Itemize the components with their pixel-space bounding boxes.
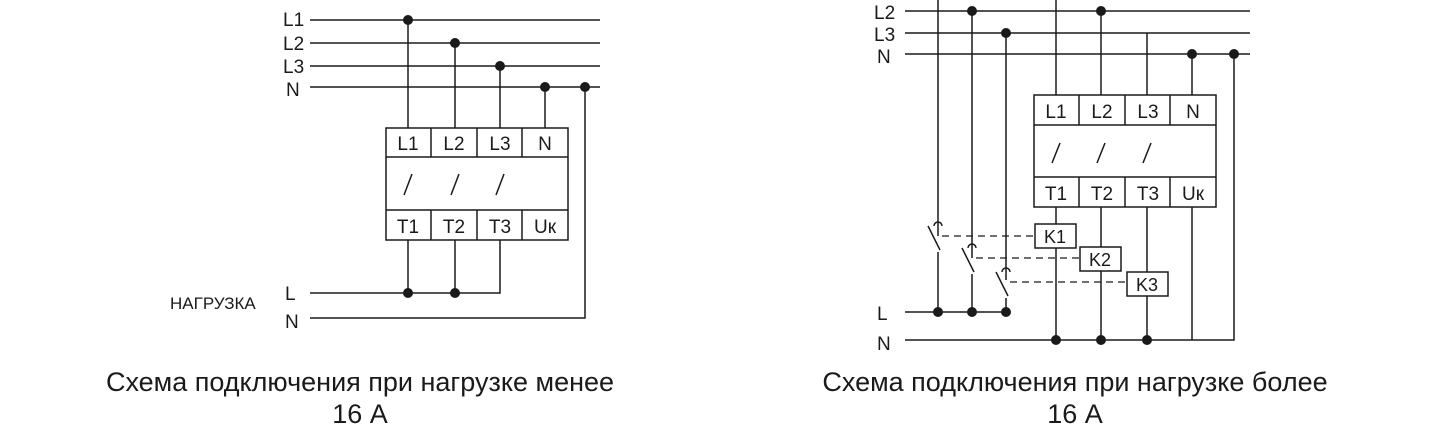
right-bus-label-l2: L2 xyxy=(874,3,895,24)
left-load-n: N xyxy=(285,312,299,333)
junction-dot xyxy=(540,82,550,92)
left-bus-label-n: N xyxy=(286,80,300,101)
left-terminal-bottom: Uк xyxy=(534,217,557,238)
right-terminal-bottom: Uк xyxy=(1182,184,1205,205)
right-bus-label-n: N xyxy=(877,47,891,68)
left-terminal-top: L1 xyxy=(397,134,418,155)
right-diagram: L2 L3 N L1 L2 L3 N T1 T2 T3 Uк xyxy=(874,0,1250,355)
right-terminal-bottom: T3 xyxy=(1137,184,1159,205)
left-bus-label-l2: L2 xyxy=(283,34,304,55)
right-caption: Схема подключения при нагрузке более 16 … xyxy=(735,366,1415,430)
left-terminal-bottom: T1 xyxy=(397,217,419,238)
right-terminal-top: L1 xyxy=(1045,102,1066,123)
contactor-k1 xyxy=(1034,223,1077,249)
left-terminal-bottom: T2 xyxy=(443,217,465,238)
left-load-l: L xyxy=(285,284,296,305)
left-switch-contact xyxy=(495,173,505,196)
left-terminal-top: L2 xyxy=(443,134,464,155)
contactor-label: K3 xyxy=(1136,275,1158,295)
left-switch-contact xyxy=(450,173,460,196)
left-load-label: НАГРУЗКА xyxy=(170,294,256,313)
left-terminal-top: L3 xyxy=(489,134,510,155)
junction-dot xyxy=(403,288,413,298)
right-terminal-top: N xyxy=(1186,102,1200,123)
left-bus-label-l1: L1 xyxy=(283,10,304,31)
right-terminal-bottom: T1 xyxy=(1045,184,1067,205)
junction-dot xyxy=(403,15,413,25)
right-load-l: L xyxy=(877,304,888,325)
left-bus-label-l3: L3 xyxy=(283,57,304,78)
contactor-k2 xyxy=(1079,246,1122,272)
left-caption: Схема подключения при нагрузке менее 16 … xyxy=(20,366,700,430)
left-switch-contact xyxy=(403,173,413,196)
contactor-label: K2 xyxy=(1089,250,1111,270)
left-terminal-top: N xyxy=(538,134,552,155)
left-diagram: L1 L2 L3 N L1 L2 L3 N T1 T2 T3 Uк xyxy=(170,10,600,333)
right-load-n: N xyxy=(877,334,891,355)
contactor-k3 xyxy=(1126,271,1169,297)
junction-dot xyxy=(450,288,460,298)
junction-dot xyxy=(450,38,460,48)
junction-dot xyxy=(580,82,590,92)
left-caption-line1: Схема подключения при нагрузке менее xyxy=(105,367,615,397)
right-bus-label-l3: L3 xyxy=(874,25,895,46)
contactor-label: K1 xyxy=(1044,227,1066,247)
right-terminal-bottom: T2 xyxy=(1091,184,1113,205)
junction-dot xyxy=(495,61,505,71)
right-terminal-top: L2 xyxy=(1091,102,1112,123)
left-terminal-bottom: T3 xyxy=(489,217,511,238)
right-caption-line2: 16 А xyxy=(1047,399,1103,429)
right-terminal-top: L3 xyxy=(1137,102,1158,123)
right-caption-line1: Схема подключения при нагрузке более xyxy=(822,367,1328,397)
left-caption-line2: 16 А xyxy=(332,399,388,429)
